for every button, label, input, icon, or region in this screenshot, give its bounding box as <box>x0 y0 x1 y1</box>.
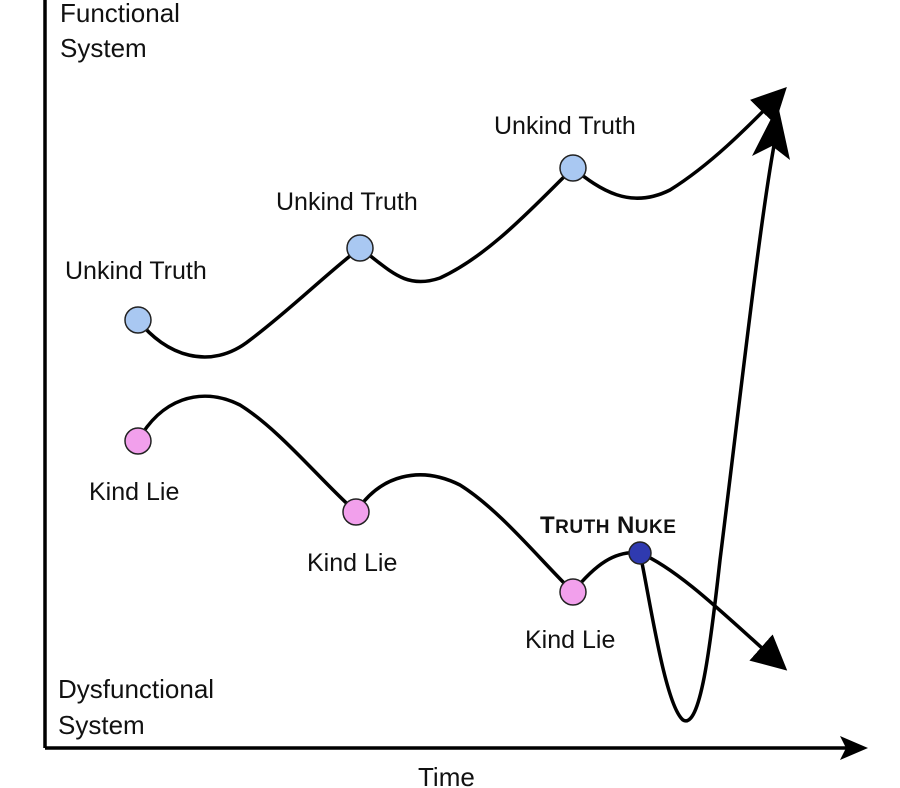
truth-nuke-label-ruth: RUTH <box>555 517 610 538</box>
kind-lie-label-2: Kind Lie <box>307 549 397 577</box>
x-axis-arrowhead <box>840 736 868 760</box>
truth-nuke-label-n: N <box>617 512 635 539</box>
unkind-truth-label-1: Unkind Truth <box>65 257 207 285</box>
unkind-truth-point-2 <box>346 234 374 262</box>
kind-lie-path <box>136 394 788 671</box>
truth-nuke-path <box>638 138 777 723</box>
kind-lie-point-1 <box>124 427 152 455</box>
y-axis-bottom-label-line2: System <box>58 710 145 740</box>
unkind-truth-label-2: Unkind Truth <box>276 188 418 216</box>
kind-lie-label-3: Kind Lie <box>525 626 615 654</box>
kind-lie-point-2 <box>342 498 370 526</box>
y-axis-top-label: Functional <box>60 0 180 28</box>
truth-nuke-arrowhead <box>752 105 790 160</box>
unkind-truth-path <box>136 86 787 359</box>
unkind-truth-point-3 <box>559 154 587 182</box>
x-axis-label: Time <box>418 762 475 788</box>
unkind-truth-point-1 <box>124 306 152 334</box>
kind-lie-label-1: Kind Lie <box>89 478 179 506</box>
truth-nuke-point <box>628 541 652 565</box>
kind-lie-point-3 <box>559 578 587 606</box>
truth-nuke-label: TRUTH NUKE <box>540 512 676 539</box>
truth-nuke-label-t: T <box>540 512 555 539</box>
y-axis-top-label-line2: System <box>60 33 147 63</box>
unkind-truth-label-3: Unkind Truth <box>494 112 636 140</box>
truth-nuke-label-uke: UKE <box>635 517 677 538</box>
y-axis-bottom-label: Dysfunctional <box>58 674 214 704</box>
